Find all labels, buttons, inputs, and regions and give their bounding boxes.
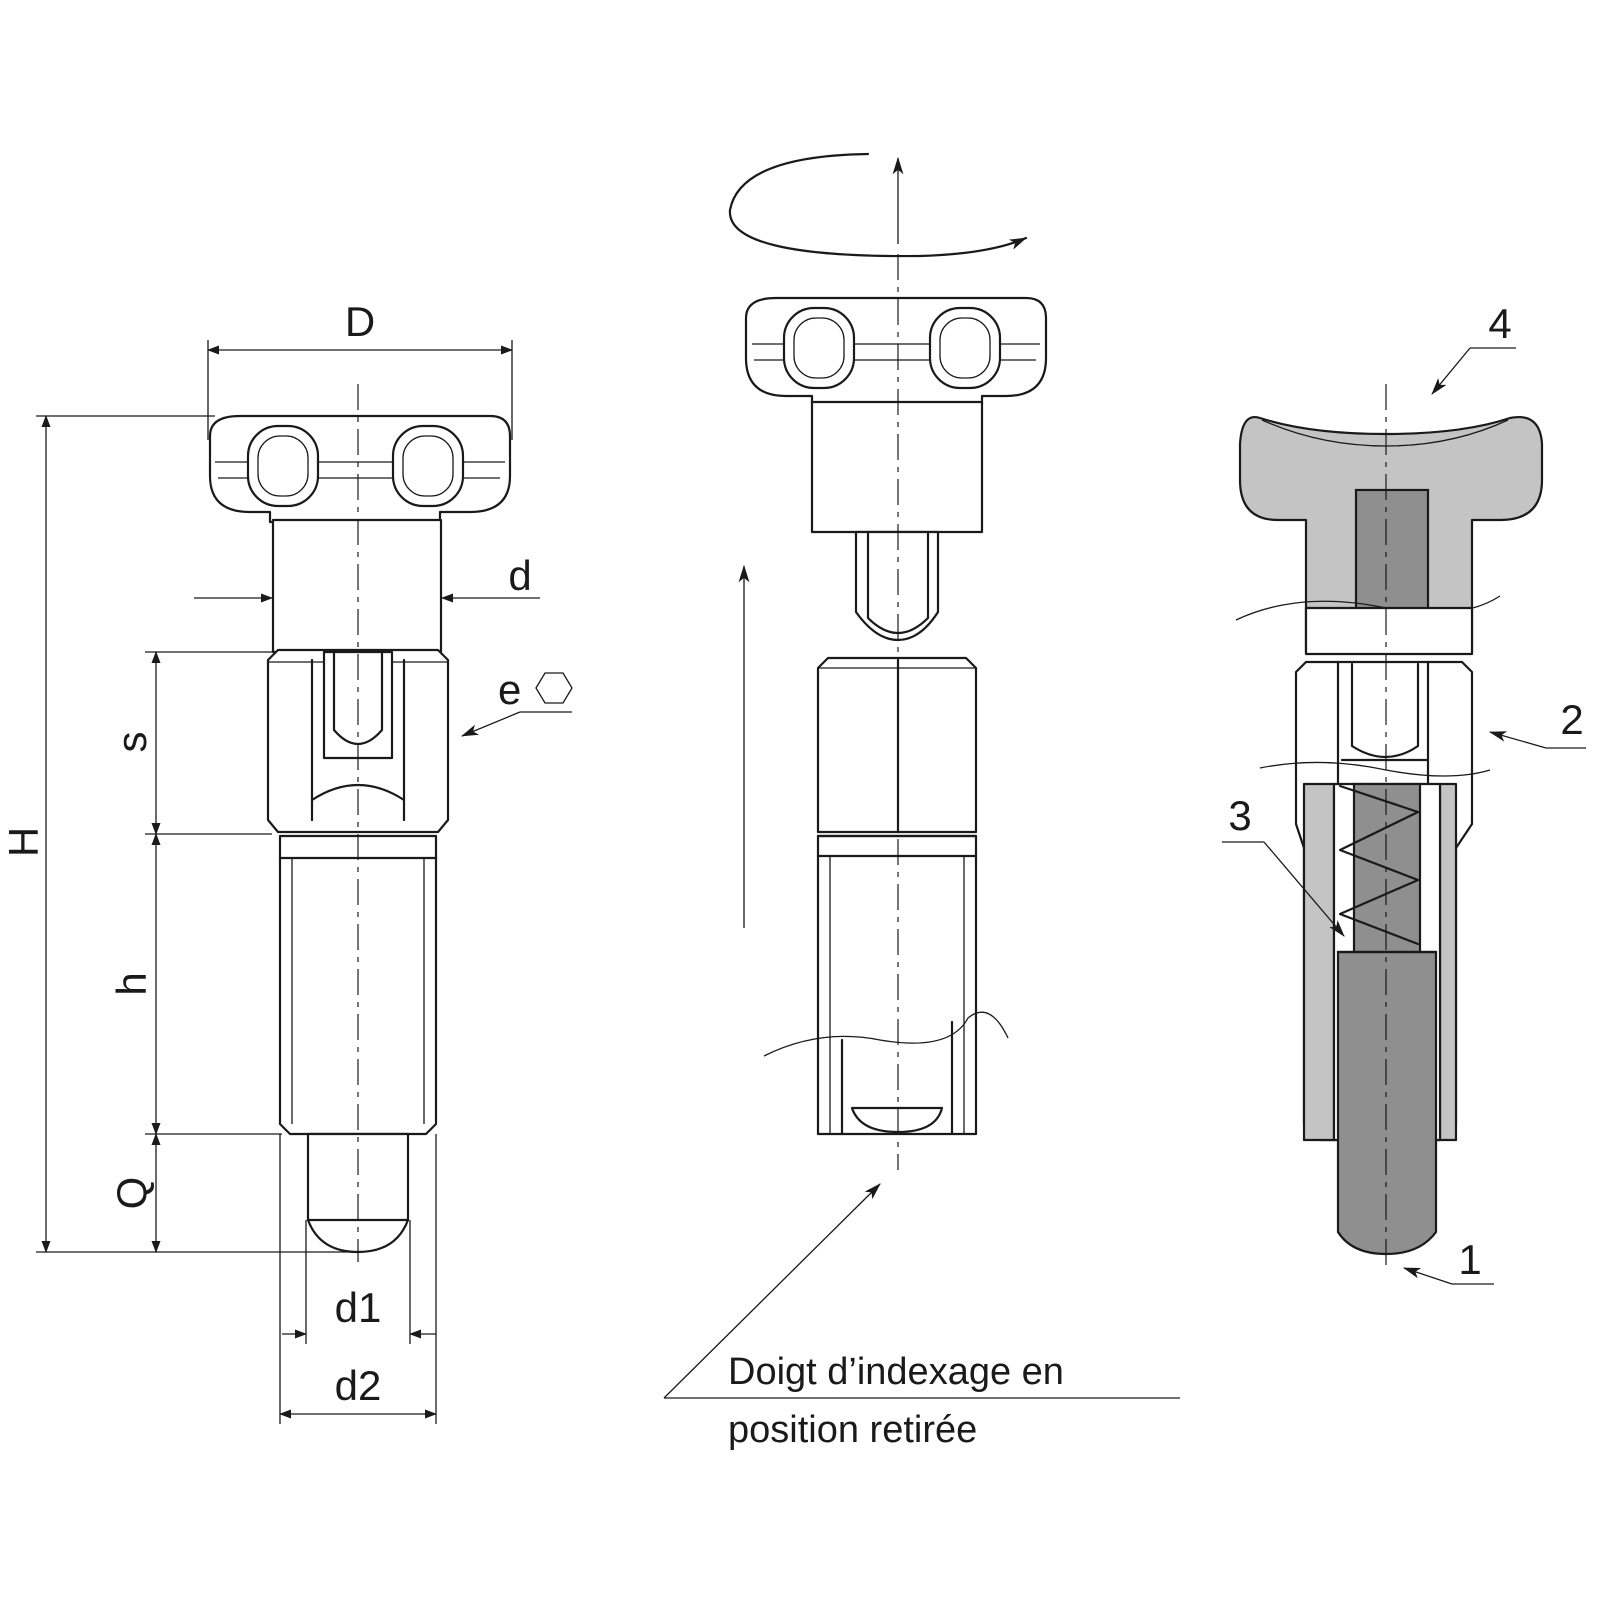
dim-e-label: e bbox=[498, 666, 521, 713]
dim-s: s bbox=[108, 651, 272, 835]
dim-h: h bbox=[108, 833, 282, 1135]
index-pin bbox=[1336, 950, 1438, 1256]
callout-3: 3 bbox=[1222, 792, 1345, 937]
callout-2: 2 bbox=[1488, 696, 1586, 749]
dim-H-label: H bbox=[0, 827, 47, 857]
dim-H: H bbox=[0, 415, 358, 1253]
spring bbox=[1338, 784, 1420, 946]
callout-2-label: 2 bbox=[1560, 696, 1583, 743]
callout-3-label: 3 bbox=[1228, 792, 1251, 839]
grip-hole-left bbox=[246, 424, 320, 508]
dim-D-label: D bbox=[345, 298, 375, 345]
note-line-1: Doigt d’indexage en bbox=[728, 1351, 1064, 1393]
callout-1: 1 bbox=[1402, 1236, 1494, 1285]
dim-Q-label: Q bbox=[108, 1177, 155, 1210]
note-line-2: position retirée bbox=[728, 1409, 977, 1451]
callout-4: 4 bbox=[1431, 300, 1516, 395]
dim-d-label: d bbox=[508, 552, 531, 599]
right-view-section bbox=[1235, 384, 1544, 1272]
middle-view-plunger-retracted bbox=[728, 152, 1048, 1170]
dim-s-label: s bbox=[108, 732, 155, 753]
dim-d2-label: d2 bbox=[335, 1362, 382, 1409]
rotation-arrow-icon bbox=[728, 152, 1028, 258]
grip-hole-right bbox=[928, 306, 1002, 390]
threaded-body bbox=[816, 834, 978, 1136]
grip-hole-right bbox=[391, 424, 465, 508]
left-view-plunger bbox=[208, 384, 512, 1262]
dim-D: D bbox=[207, 298, 513, 440]
retracted-note: Doigt d’indexage en position retirée bbox=[663, 1183, 1180, 1451]
dim-d2: d2 bbox=[279, 1134, 437, 1424]
callout-1-label: 1 bbox=[1458, 1236, 1481, 1283]
dim-e: e bbox=[460, 666, 573, 737]
dim-d: d bbox=[194, 552, 540, 603]
dim-d1-label: d1 bbox=[335, 1284, 382, 1331]
dim-h-label: h bbox=[108, 972, 155, 995]
grip-hole-left bbox=[782, 306, 856, 390]
callout-4-label: 4 bbox=[1488, 300, 1511, 347]
dim-Q: Q bbox=[108, 1133, 161, 1253]
hexagon-icon bbox=[535, 672, 573, 704]
dim-d1: d1 bbox=[282, 1220, 436, 1344]
